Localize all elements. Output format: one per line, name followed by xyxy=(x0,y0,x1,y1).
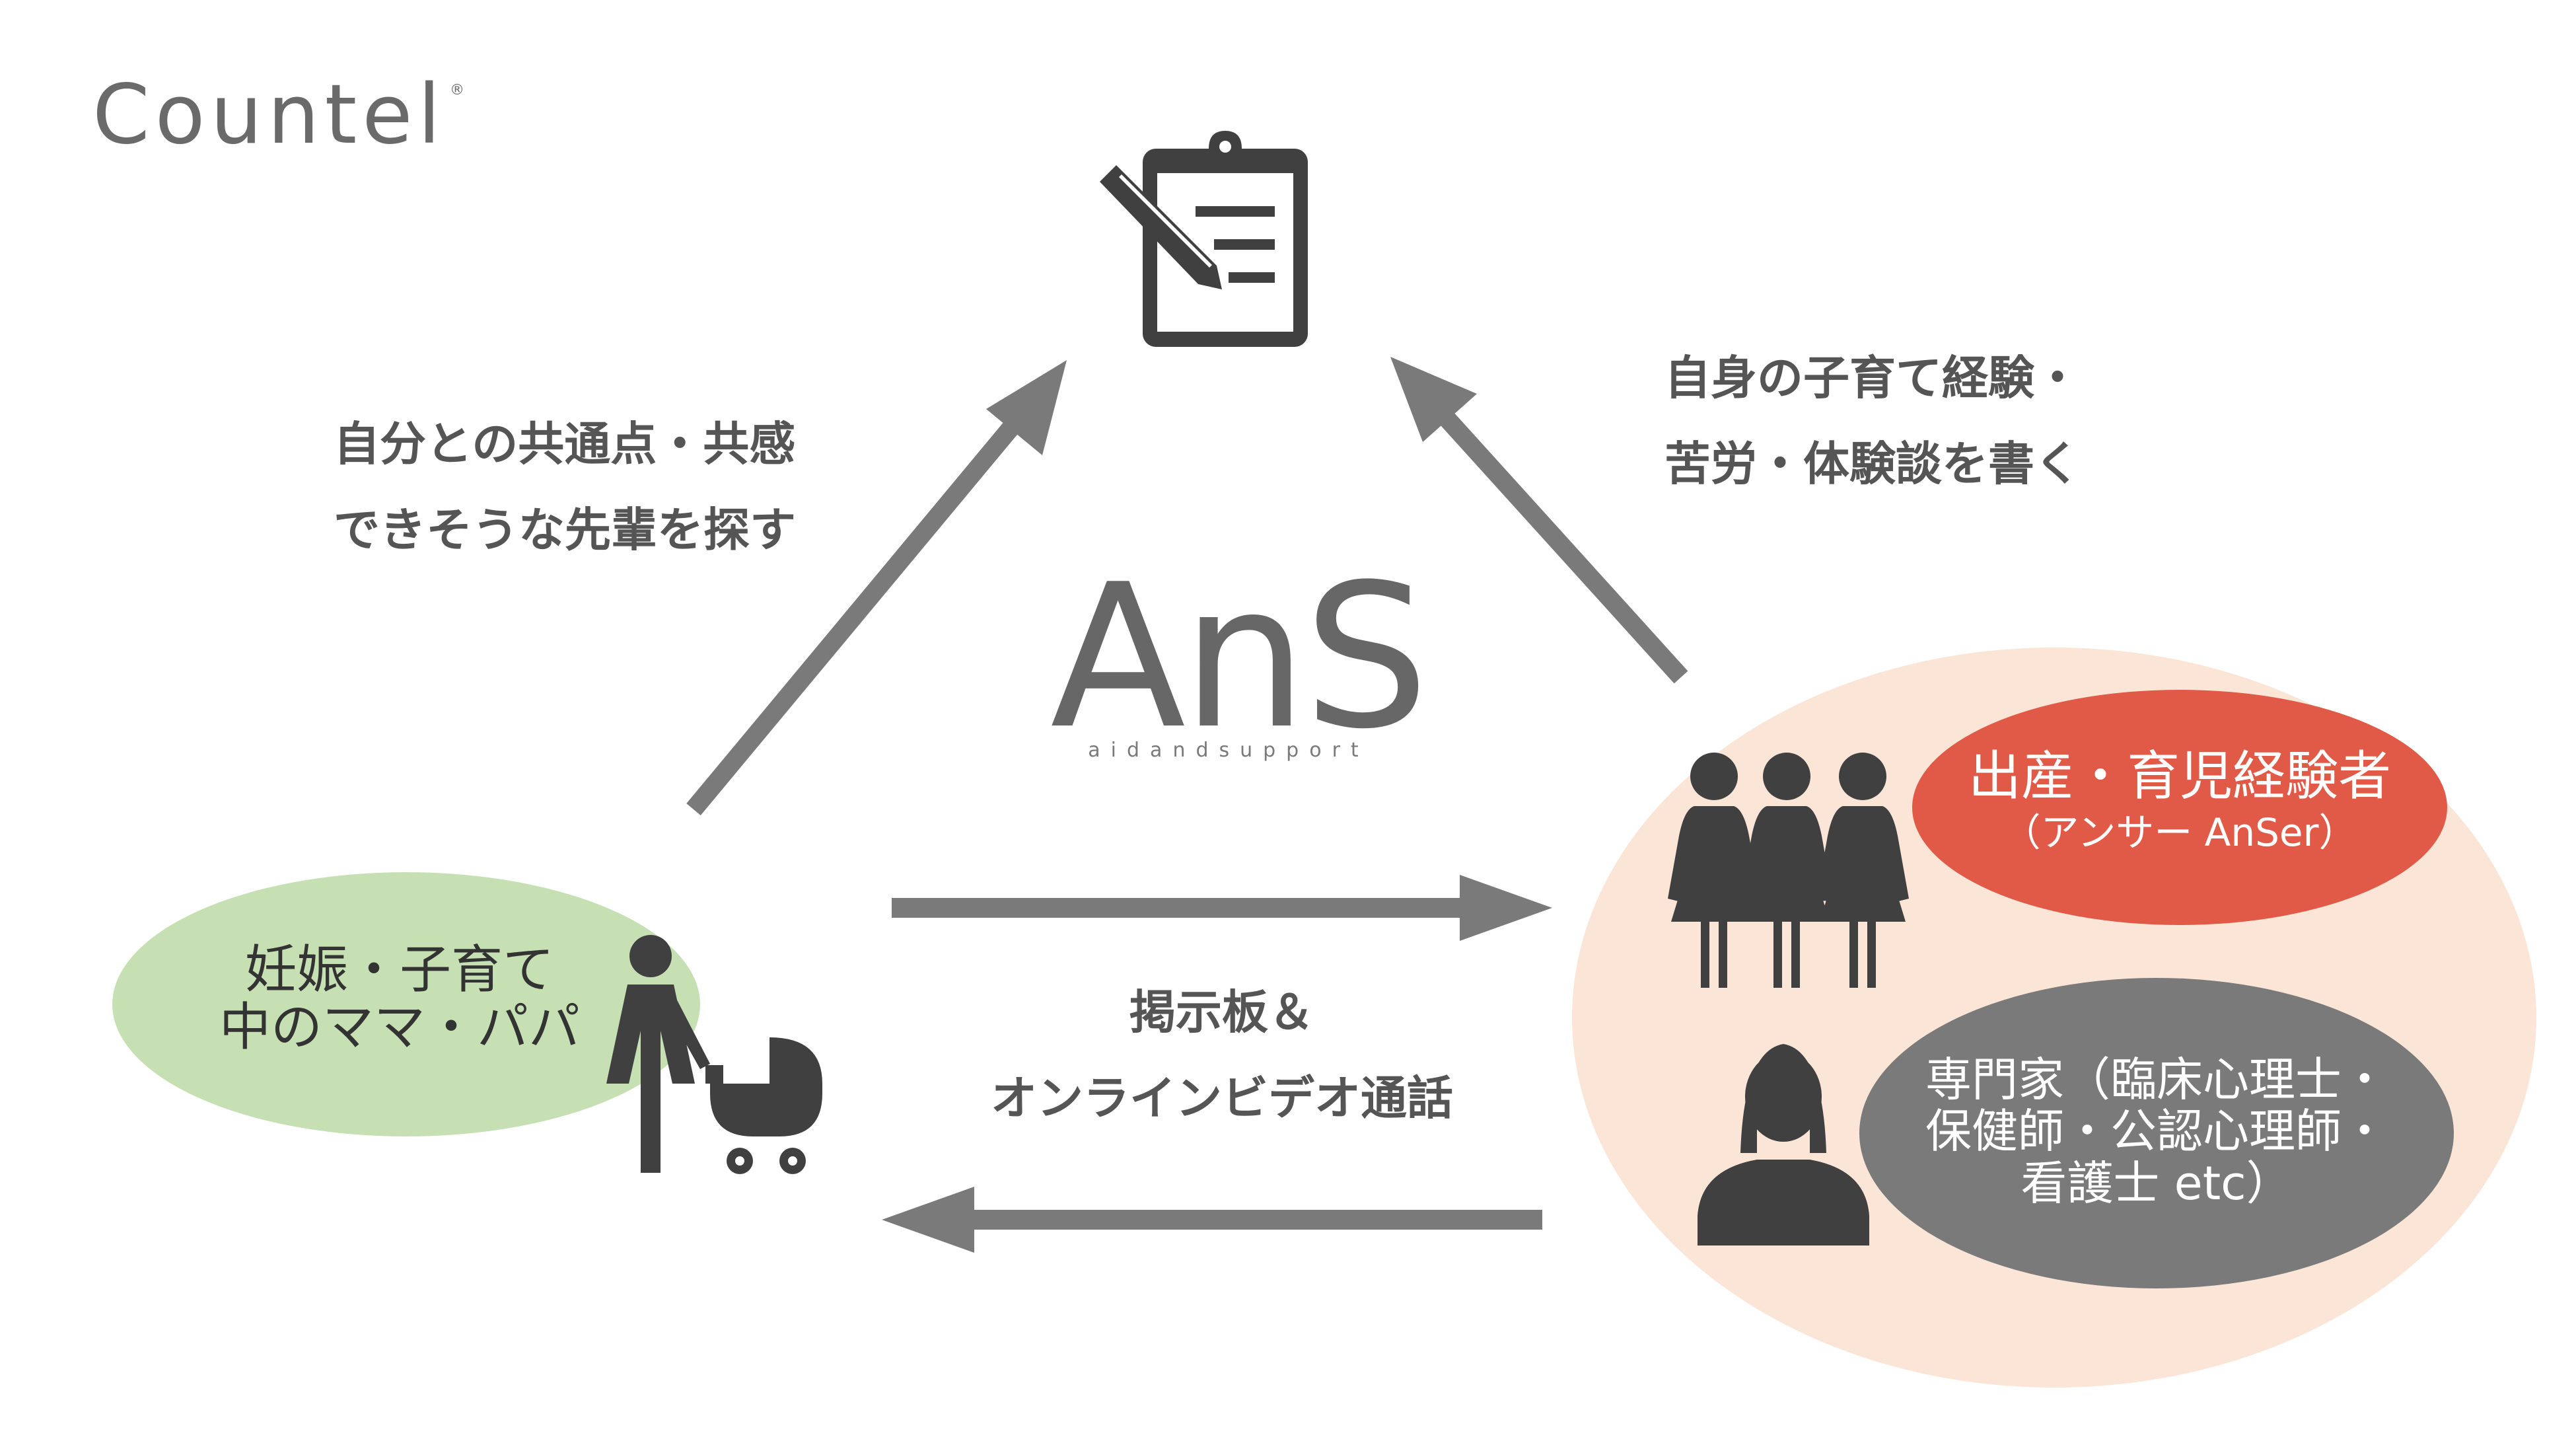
arrow-to-clipboard-right xyxy=(1390,357,1688,684)
parents-line2: 中のママ・パパ xyxy=(219,998,580,1058)
experienced-bubble xyxy=(1912,690,2447,925)
clipboard-pen-icon xyxy=(1100,131,1308,347)
label-write-experience-line2: 苦労・体験談を書く xyxy=(1664,437,2081,491)
parents-bubble xyxy=(112,872,700,1136)
label-search-seniors-line2: できそうな先輩を探す xyxy=(334,503,796,557)
label-write-experience-line1: 自身の子育て経験・ xyxy=(1664,351,2081,405)
parent-with-stroller-icon xyxy=(606,935,822,1174)
experts-line3: 看護士 etc） xyxy=(2021,1156,2293,1210)
ans-brand-tagline: aidandsupport xyxy=(1088,739,1369,762)
experts-bubble xyxy=(1859,978,2454,1288)
parents-line1: 妊娠・子育て xyxy=(244,940,554,1000)
arrow-to-clipboard-left xyxy=(686,360,1067,815)
experts-node-text: 専門家（臨床心理士・ 保健師・公認心理師・ 看護士 etc） xyxy=(1882,1053,2431,1210)
experienced-node-text: 出産・育児経験者 （アンサー AnSer） xyxy=(1902,747,2457,854)
experienced-line1: 出産・育児経験者 xyxy=(1968,745,2391,807)
label-search-seniors-line1: 自分との共通点・共感 xyxy=(334,417,796,471)
parents-node-text: 妊娠・子育て 中のママ・パパ xyxy=(168,940,631,1058)
experts-line2: 保健師・公認心理師・ xyxy=(1925,1104,2388,1159)
registered-mark: ® xyxy=(450,82,470,98)
logo-text: Countel xyxy=(92,67,446,163)
woman-avatar-icon xyxy=(1698,1044,1869,1245)
ans-brand-name: AnS xyxy=(1050,542,1429,772)
label-board-line1: 掲示板＆ xyxy=(1129,985,1314,1039)
three-women-icon xyxy=(1668,753,1909,988)
experts-line1: 専門家（臨床心理士・ xyxy=(1925,1053,2388,1107)
label-board-line2: オンラインビデオ通話 xyxy=(991,1071,1453,1125)
arrow-to-answerers xyxy=(892,875,1552,941)
arrow-to-parents xyxy=(882,1187,1542,1253)
countel-logo: Countel® xyxy=(92,74,466,156)
experienced-line2: （アンサー AnSer） xyxy=(2002,809,2357,855)
